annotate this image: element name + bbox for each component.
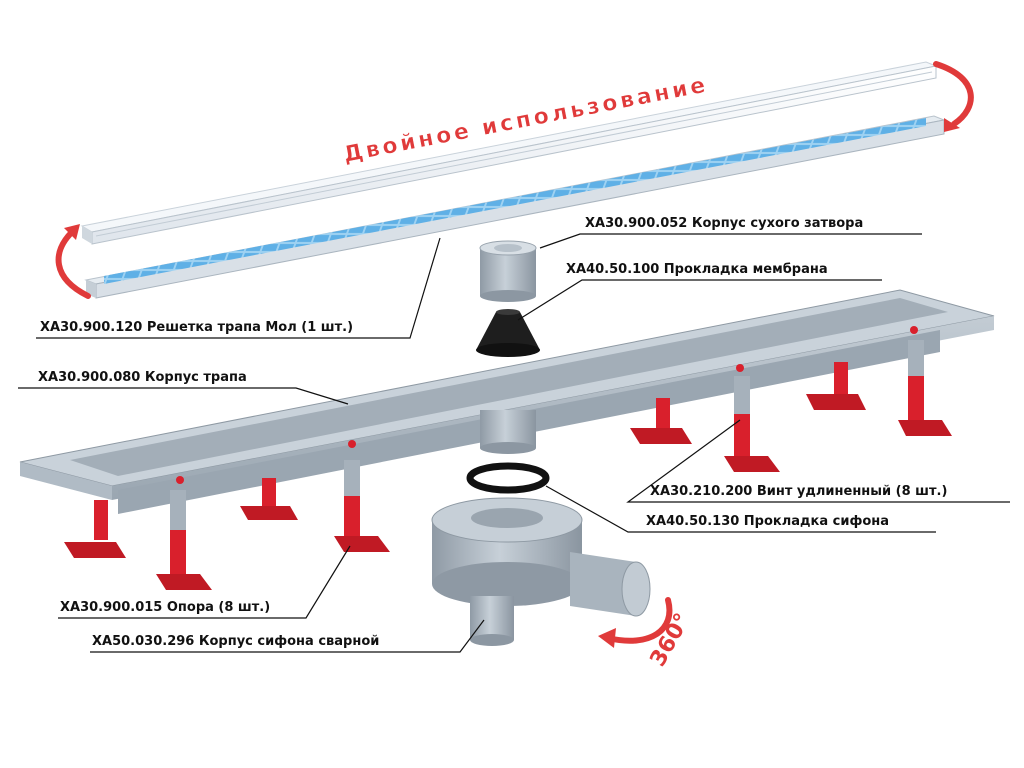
label-dry-trap-body: ХА30.900.052 Корпус сухого затвора	[585, 216, 864, 231]
flip-arrow-left	[55, 229, 91, 299]
label-grate: ХА30.900.120 Решетка трапа Мол (1 шт.)	[40, 320, 354, 335]
label-drain-body: ХА30.900.080 Корпус трапа	[38, 370, 247, 385]
rotation-arrow-head	[598, 628, 616, 648]
support-leg	[240, 478, 298, 520]
flip-arrow-left-head	[64, 224, 80, 240]
support-leg	[334, 460, 390, 552]
rotation-arrow	[605, 597, 673, 644]
label-membrane-gasket: ХА40.50.100 Прокладка мембрана	[566, 262, 828, 277]
label-extended-screw: ХА30.210.200 Винт удлиненный (8 шт.)	[650, 484, 948, 499]
siphon-body-part	[431, 497, 651, 646]
tile-grate-insert	[84, 115, 946, 299]
siphon-gasket-part	[466, 462, 550, 494]
support-leg	[806, 362, 866, 410]
support-leg	[156, 490, 212, 590]
flange-hole	[348, 440, 356, 448]
membrane-gasket-part	[476, 309, 540, 357]
label-siphon-gasket: ХА40.50.130 Прокладка сифона	[646, 514, 890, 529]
support-leg	[898, 340, 952, 436]
support-leg	[630, 398, 692, 444]
flip-arrow-right	[933, 61, 974, 127]
flange-hole	[176, 476, 184, 484]
support-leg	[64, 500, 126, 558]
dry-trap-body-part	[479, 240, 537, 302]
flange-hole	[910, 326, 918, 334]
white-grate-cover	[80, 61, 938, 245]
support-leg	[724, 376, 780, 472]
flange-hole	[736, 364, 744, 372]
label-support: ХА30.900.015 Опора (8 шт.)	[60, 600, 271, 615]
label-siphon-body: ХА50.030.296 Корпус сифона сварной	[92, 634, 380, 649]
flip-arrow-right-head	[944, 118, 960, 132]
leader-lines	[18, 233, 1010, 653]
rotation-label: 360°	[646, 609, 696, 671]
